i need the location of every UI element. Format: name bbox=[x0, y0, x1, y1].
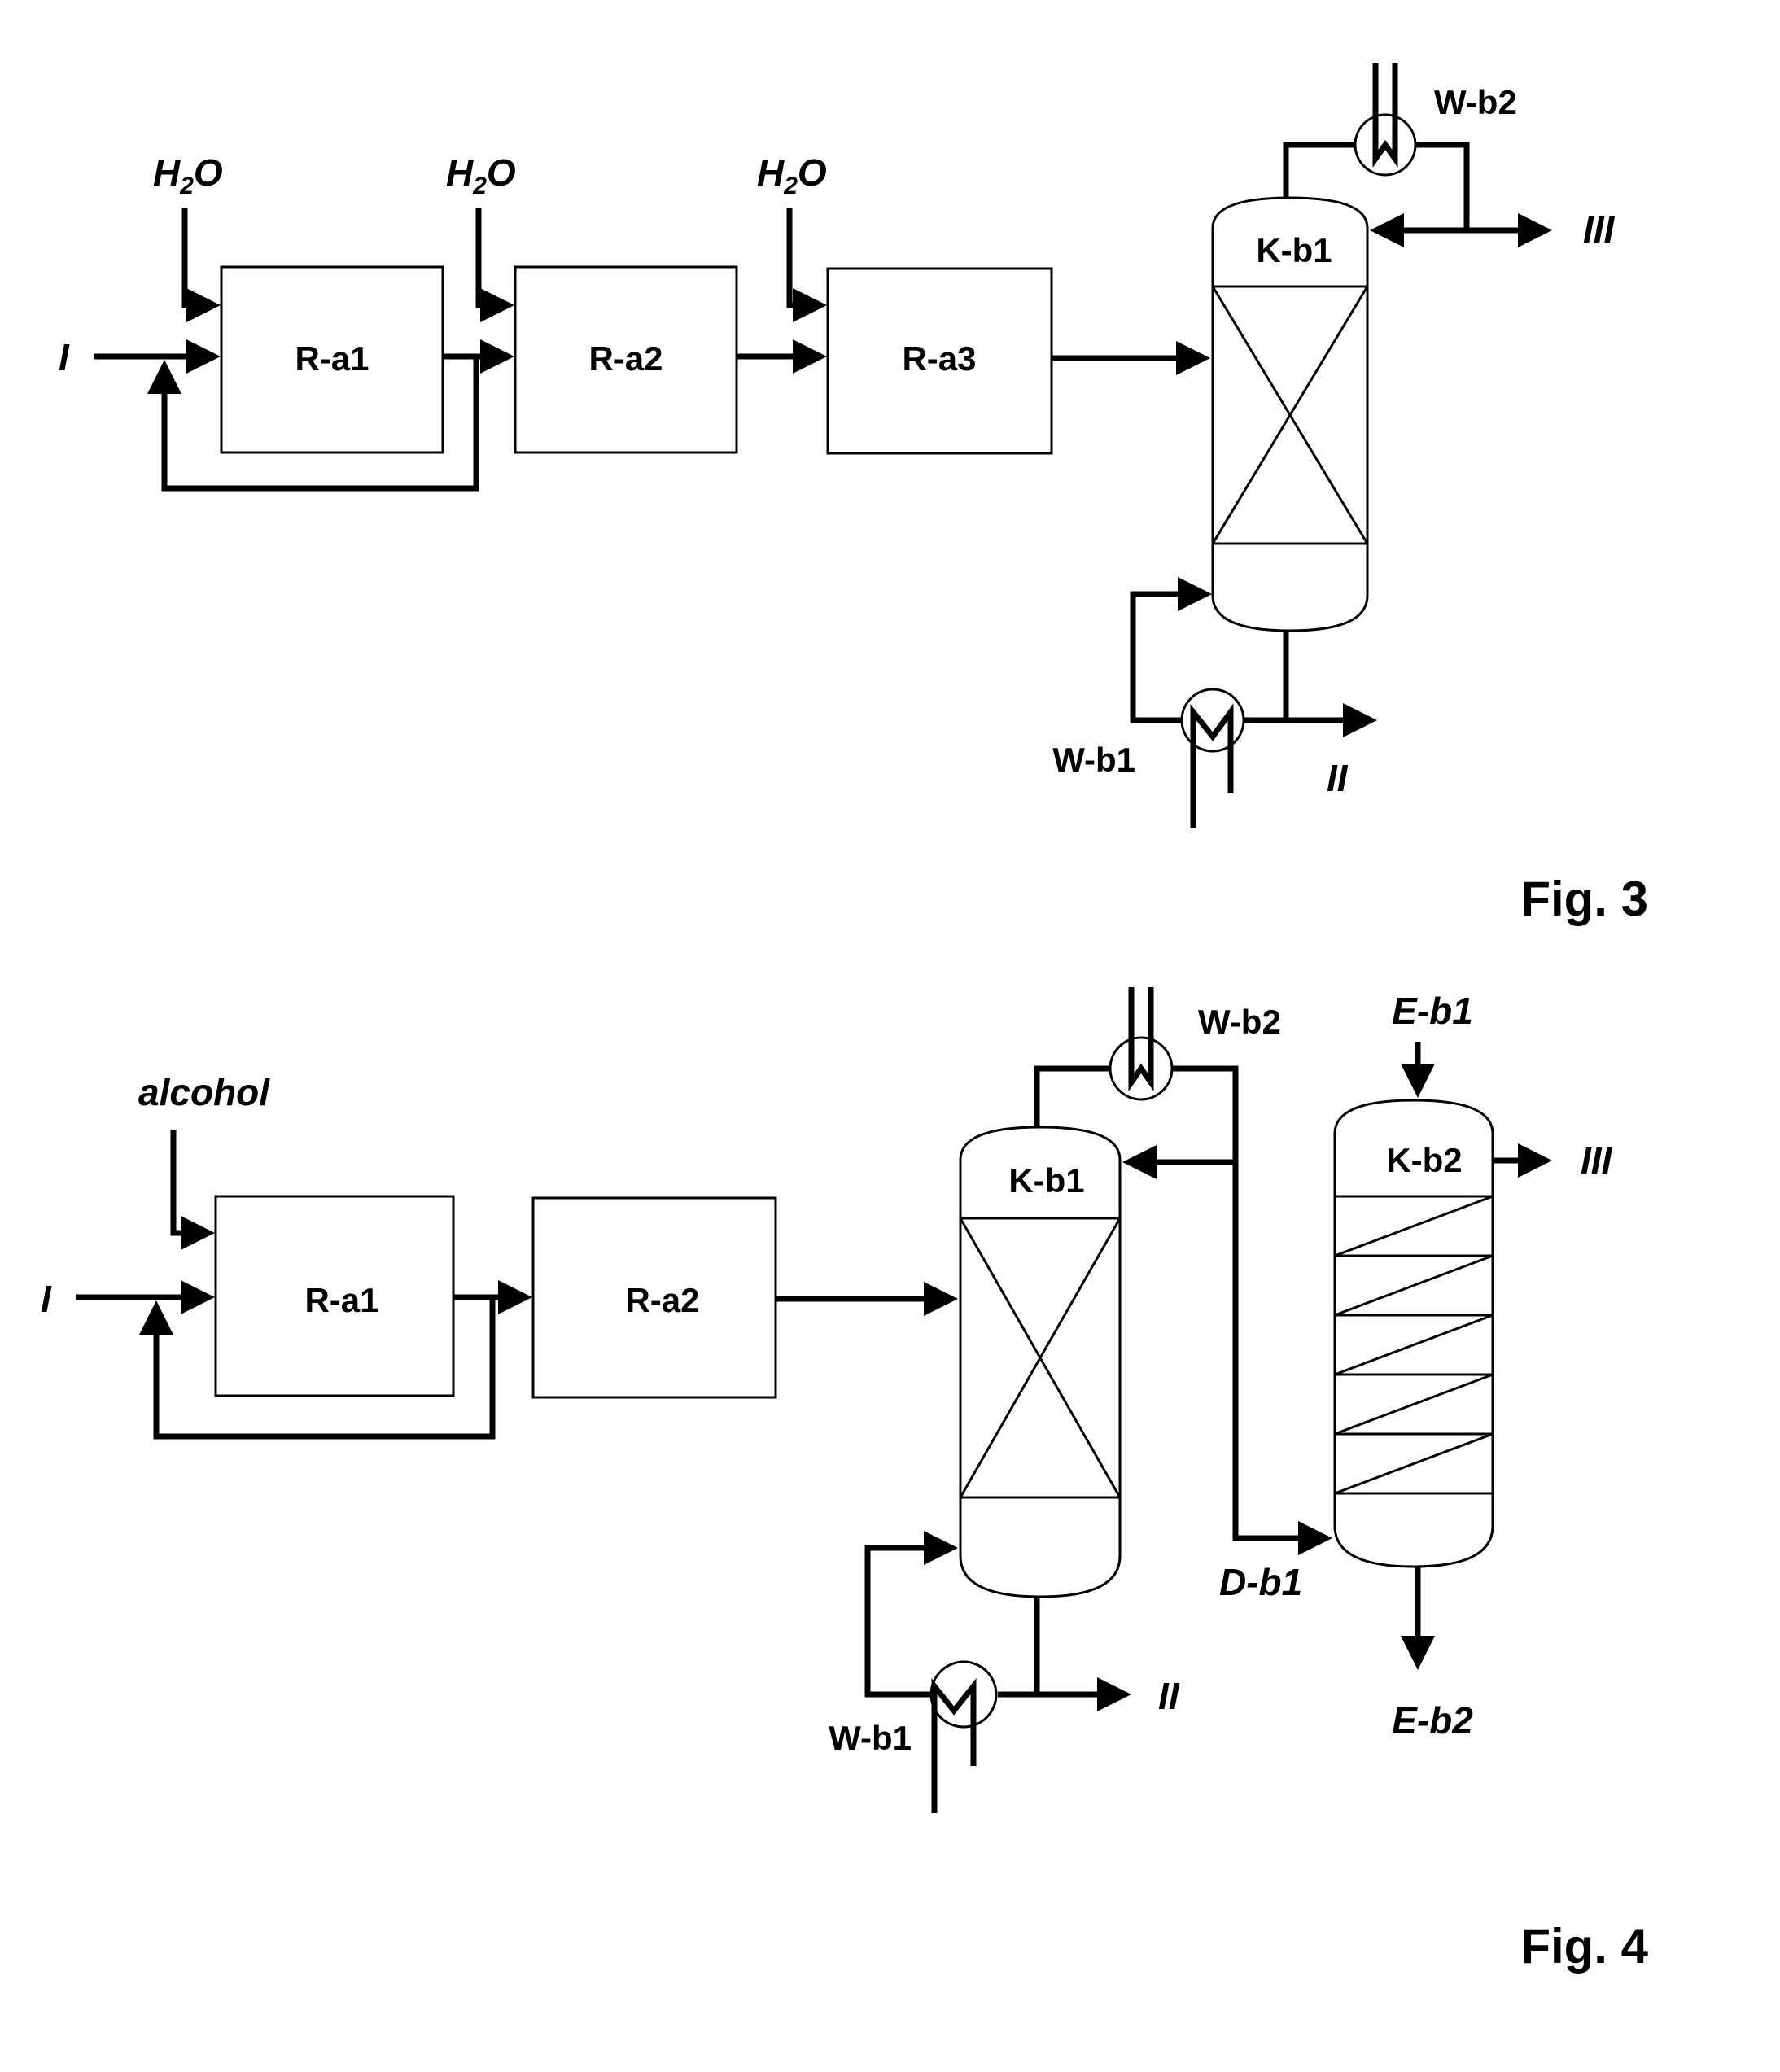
condenser-w-b2-label: W-b2 bbox=[1198, 1003, 1281, 1041]
condenser-w-b2-label: W-b2 bbox=[1434, 83, 1517, 121]
svg-text:H2O: H2O bbox=[153, 151, 223, 199]
bottoms-ii-label: II bbox=[1158, 1675, 1180, 1717]
reactor-r-a3-label: R-a3 bbox=[902, 339, 976, 378]
product-iii-label: III bbox=[1581, 1139, 1613, 1182]
svg-text:H2O: H2O bbox=[757, 151, 827, 199]
feed-i-label: I bbox=[59, 336, 70, 378]
column-k-b2-label: K-b2 bbox=[1386, 1141, 1462, 1179]
figure-3: R-a1 R-a2 R-a3 H2O H2O H2O I K bbox=[59, 63, 1648, 926]
overhead-vapor-line bbox=[1286, 145, 1355, 198]
bottoms-draw-line bbox=[998, 1597, 1037, 1694]
overhead-vapor-line bbox=[1037, 1069, 1109, 1127]
water-feed-3-label: H2O bbox=[757, 151, 827, 199]
condensate-line bbox=[1415, 145, 1467, 230]
fig-4-caption: Fig. 4 bbox=[1520, 1919, 1648, 1974]
reactor-r-a1-label: R-a1 bbox=[304, 1281, 378, 1319]
reboiler-w-b1-label: W-b1 bbox=[829, 1719, 912, 1757]
svg-text:H2O: H2O bbox=[446, 151, 516, 199]
extractant-e-b1-label: E-b1 bbox=[1392, 990, 1473, 1032]
water-feed-2-line bbox=[479, 208, 509, 305]
figure-4: alcohol R-a1 R-a2 I K-b1 W-b2 D-b1 bbox=[41, 987, 1649, 1974]
alcohol-feed-line bbox=[173, 1130, 209, 1233]
bottoms-draw-line bbox=[1244, 631, 1286, 720]
column-k-b1-label: K-b1 bbox=[1008, 1161, 1084, 1200]
column-k-b1-label: K-b1 bbox=[1256, 231, 1332, 269]
fig-3-caption: Fig. 3 bbox=[1520, 872, 1648, 926]
water-feed-2-label: H2O bbox=[446, 151, 516, 199]
water-feed-1-line bbox=[185, 208, 215, 305]
bottoms-ii-label: II bbox=[1327, 757, 1349, 799]
condensate-line bbox=[1172, 1069, 1236, 1162]
extractant-e-b2-label: E-b2 bbox=[1392, 1699, 1473, 1742]
water-feed-1-label: H2O bbox=[153, 151, 223, 199]
reboiler-w-b1-label: W-b1 bbox=[1052, 741, 1135, 779]
water-feed-3-line bbox=[789, 208, 821, 305]
alcohol-feed-label: alcohol bbox=[138, 1071, 270, 1113]
distillate-d-b1-line bbox=[1236, 1162, 1327, 1538]
reactor-r-a1-label: R-a1 bbox=[295, 339, 369, 378]
reactor-r-a2-label: R-a2 bbox=[625, 1281, 699, 1319]
distillate-iii-label: III bbox=[1583, 208, 1616, 251]
feed-i-label: I bbox=[41, 1278, 52, 1320]
reactor-r-a2-label: R-a2 bbox=[588, 339, 663, 378]
distillate-d-b1-label: D-b1 bbox=[1219, 1561, 1302, 1603]
